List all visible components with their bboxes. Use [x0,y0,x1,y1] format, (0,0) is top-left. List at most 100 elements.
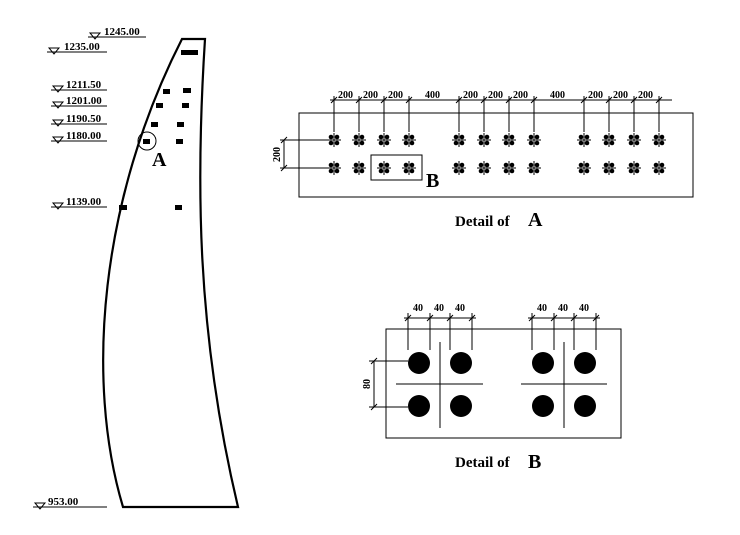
hole [628,168,634,174]
hole [328,140,334,146]
hole-group [577,161,591,175]
hole [578,134,584,140]
hole-group [327,161,341,175]
hole [353,140,359,146]
hole [450,395,472,417]
hole [628,134,634,140]
hole [478,162,484,168]
hole [384,168,390,174]
elevation-label: 1139.00 [66,196,102,208]
hole [353,162,359,168]
hole [378,168,384,174]
hole [578,168,584,174]
spacing-label: 400 [550,90,565,101]
hole-group [627,161,641,175]
section-a-marker: A [152,149,167,171]
hole [459,134,465,140]
hole [534,168,540,174]
detail-b-extension-lines [407,313,597,350]
detail-a: 200 200 200 400 200 200 200 400 200 200 … [272,90,694,231]
hole-group [652,161,666,175]
hole [603,140,609,146]
detail-b-caption-letter: B [528,451,541,473]
hole [484,140,490,146]
hole [534,162,540,168]
spacing-label: 40 [579,303,589,314]
hole [459,140,465,146]
detail-a-spacing-labels: 200 200 200 400 200 200 200 400 200 200 … [338,90,653,101]
hole-group [627,133,641,147]
hole [603,134,609,140]
hole [503,134,509,140]
hole [528,162,534,168]
hole-group [477,133,491,147]
spacing-label: 40 [413,303,423,314]
hole-group [327,133,341,147]
hole [459,162,465,168]
elevation-marker-1211: 1211.50 [51,79,107,93]
hole [528,140,534,146]
elevation-label: 1235.00 [64,41,100,53]
elevation-marker-1180: 1180.00 [51,130,107,144]
hole [528,134,534,140]
hole [334,140,340,146]
dam-section: 1245.00 1235.00 1211.50 1201.00 1190.50 … [33,26,240,510]
hole [384,140,390,146]
hole [403,134,409,140]
hole [532,395,554,417]
hole [609,134,615,140]
hole [409,162,415,168]
hole [378,162,384,168]
hole [509,134,515,140]
hole [484,162,490,168]
elevation-marker-953: 953.00 [33,496,107,510]
hole [503,168,509,174]
hole [403,168,409,174]
hole [628,162,634,168]
hole [603,162,609,168]
hole [334,168,340,174]
hole [578,140,584,146]
elevation-label: 1201.00 [66,95,102,107]
hole [659,134,665,140]
hole [328,162,334,168]
hole [450,352,472,374]
hole [634,162,640,168]
row-spacing-label: 200 [272,147,283,162]
spacing-label: 200 [588,90,603,101]
hole-group [652,133,666,147]
hole [484,134,490,140]
detail-b-caption-prefix: Detail of [455,455,511,471]
detail-a-frame [298,112,694,198]
hole [359,168,365,174]
hole [584,134,590,140]
spacing-label: 200 [463,90,478,101]
elevation-marker-1139: 1139.00 [51,196,107,210]
hole [609,140,615,146]
elevation-marker-1201: 1201.00 [51,95,107,109]
hole [459,168,465,174]
spacing-label: 40 [537,303,547,314]
hole [453,162,459,168]
elevation-label: 1211.50 [66,79,102,91]
hole [408,352,430,374]
hole [453,168,459,174]
hole [609,162,615,168]
spacing-label: 200 [638,90,653,101]
hole [509,140,515,146]
hole [574,352,596,374]
hole [478,134,484,140]
detail-b: 40 40 40 40 40 40 80 [362,303,622,473]
hole [584,168,590,174]
hole [653,134,659,140]
hole [509,162,515,168]
detail-b-callout-label: B [426,170,439,192]
elevation-marker-1245: 1245.00 [88,26,146,40]
hole-group [527,133,541,147]
spacing-label: 200 [613,90,628,101]
hole-group [452,133,466,147]
detail-b-spacing-labels: 40 40 40 40 40 40 [413,303,589,314]
spacing-label: 200 [388,90,403,101]
hole [453,140,459,146]
